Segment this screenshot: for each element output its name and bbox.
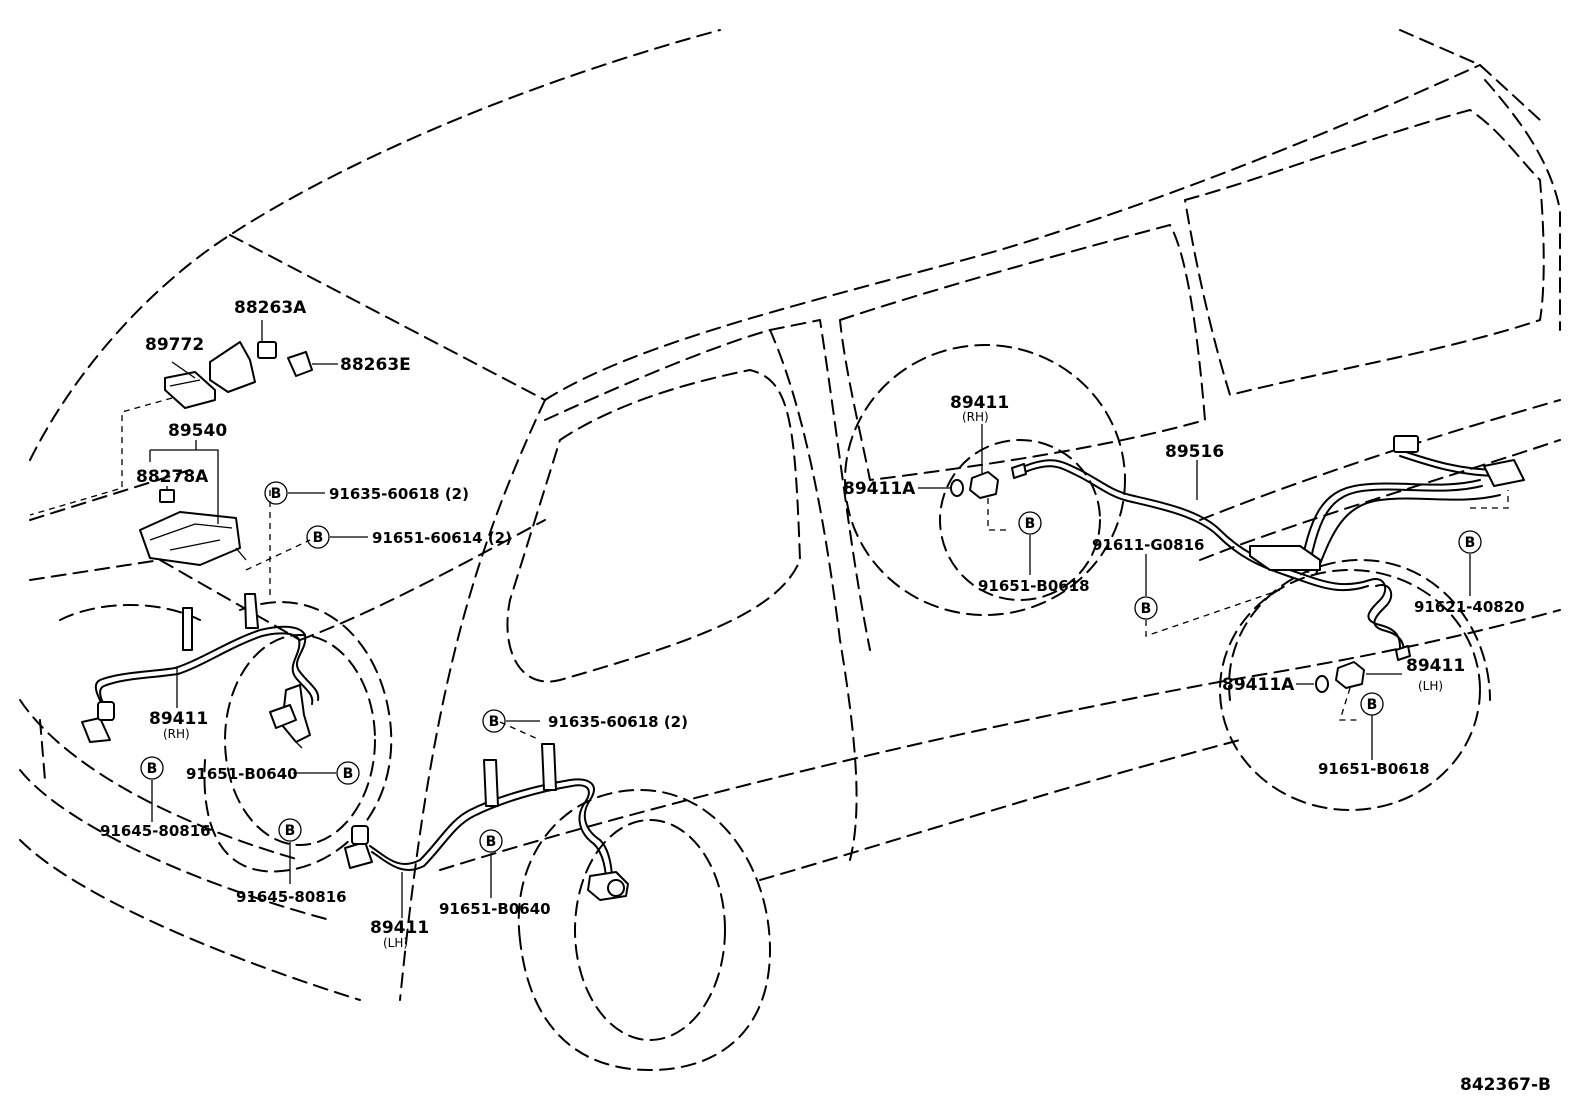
- label-bolt-91635-60618-lower: 91635-60618 (2): [548, 713, 688, 731]
- svg-text:B: B: [271, 486, 282, 502]
- wheels: [203, 344, 1491, 1071]
- svg-text:B: B: [1367, 697, 1378, 713]
- label-88278a: 88278A: [136, 467, 209, 487]
- label-bolt-91645-80816-front-rh: 91645-80816: [100, 822, 211, 840]
- label-rear-lh-side: (LH): [1418, 679, 1443, 693]
- diagram-id: 842367-B: [1460, 1075, 1551, 1095]
- bolt-symbol-6: B: [278, 818, 302, 842]
- svg-text:B: B: [1025, 516, 1036, 532]
- label-bolt-91651-b0618-rear-rh: 91651-B0618: [978, 577, 1090, 595]
- label-rear-harness: 89516: [1165, 442, 1224, 462]
- label-rear-rh-oring: 89411A: [843, 479, 916, 499]
- rear-harness: [950, 435, 1525, 721]
- label-rear-lh-sensor: 89411: [1406, 656, 1465, 676]
- bolt-symbol-4: B: [140, 756, 164, 780]
- callout-labels: 89772 88263A 88263E 89540 88278A 91635-6…: [100, 298, 1525, 950]
- bolt-symbols: B B B B B B B B B B B: [140, 481, 1482, 853]
- label-front-lh-side: (LH): [383, 936, 408, 950]
- label-bolt-91651-60614: 91651-60614 (2): [372, 529, 512, 547]
- svg-text:B: B: [285, 823, 296, 839]
- label-bolt-91621-40820: 91621-40820: [1414, 598, 1525, 616]
- bolt-symbol-8: B: [1018, 511, 1042, 535]
- label-rear-rh-side: (RH): [962, 410, 989, 424]
- svg-text:B: B: [486, 834, 497, 850]
- bolt-symbol-1: B: [264, 481, 288, 505]
- front-rh-sensor-harness: [81, 490, 320, 749]
- label-front-lh-sensor: 89411: [370, 918, 429, 938]
- label-bolt-91645-80816-front-lh: 91645-80816: [236, 888, 347, 906]
- label-bolt-91611-g0816: 91611-G0816: [1092, 536, 1204, 554]
- label-front-rh-sensor: 89411: [149, 709, 208, 729]
- abs-ecu-assembly: [29, 341, 313, 566]
- front-lh-sensor-harness: [344, 721, 629, 901]
- label-bolt-91635-60618-upper: 91635-60618 (2): [329, 485, 469, 503]
- bolt-symbol-9: B: [1134, 596, 1158, 620]
- label-bolt-91651-b0640-front-lh: 91651-B0640: [439, 900, 551, 918]
- bolt-symbol-7: B: [479, 829, 503, 853]
- label-bolt-91651-b0618-rear-lh: 91651-B0618: [1318, 760, 1430, 778]
- bolt-symbol-10: B: [1458, 530, 1482, 554]
- svg-text:B: B: [147, 761, 158, 777]
- label-89772: 89772: [145, 335, 204, 355]
- bolt-symbol-3: B: [336, 761, 360, 785]
- svg-text:B: B: [313, 530, 324, 546]
- bolt-symbol-5: B: [482, 709, 506, 733]
- label-88263e: 88263E: [340, 355, 411, 375]
- label-89540: 89540: [168, 421, 227, 441]
- label-rear-lh-oring: 89411A: [1222, 675, 1295, 695]
- label-bolt-91651-b0640-front-rh: 91651-B0640: [186, 765, 298, 783]
- svg-text:B: B: [343, 766, 354, 782]
- leader-lines: [149, 320, 1471, 918]
- vehicle-body-outline: [19, 29, 1561, 1001]
- svg-text:B: B: [489, 714, 500, 730]
- svg-text:B: B: [1465, 535, 1476, 551]
- svg-text:B: B: [1141, 601, 1152, 617]
- bolt-symbol-2: B: [306, 525, 330, 549]
- bolt-symbol-11: B: [1360, 692, 1384, 716]
- label-88263a: 88263A: [234, 298, 307, 318]
- label-rear-rh-sensor: 89411: [950, 393, 1009, 413]
- label-front-rh-side: (RH): [163, 727, 190, 741]
